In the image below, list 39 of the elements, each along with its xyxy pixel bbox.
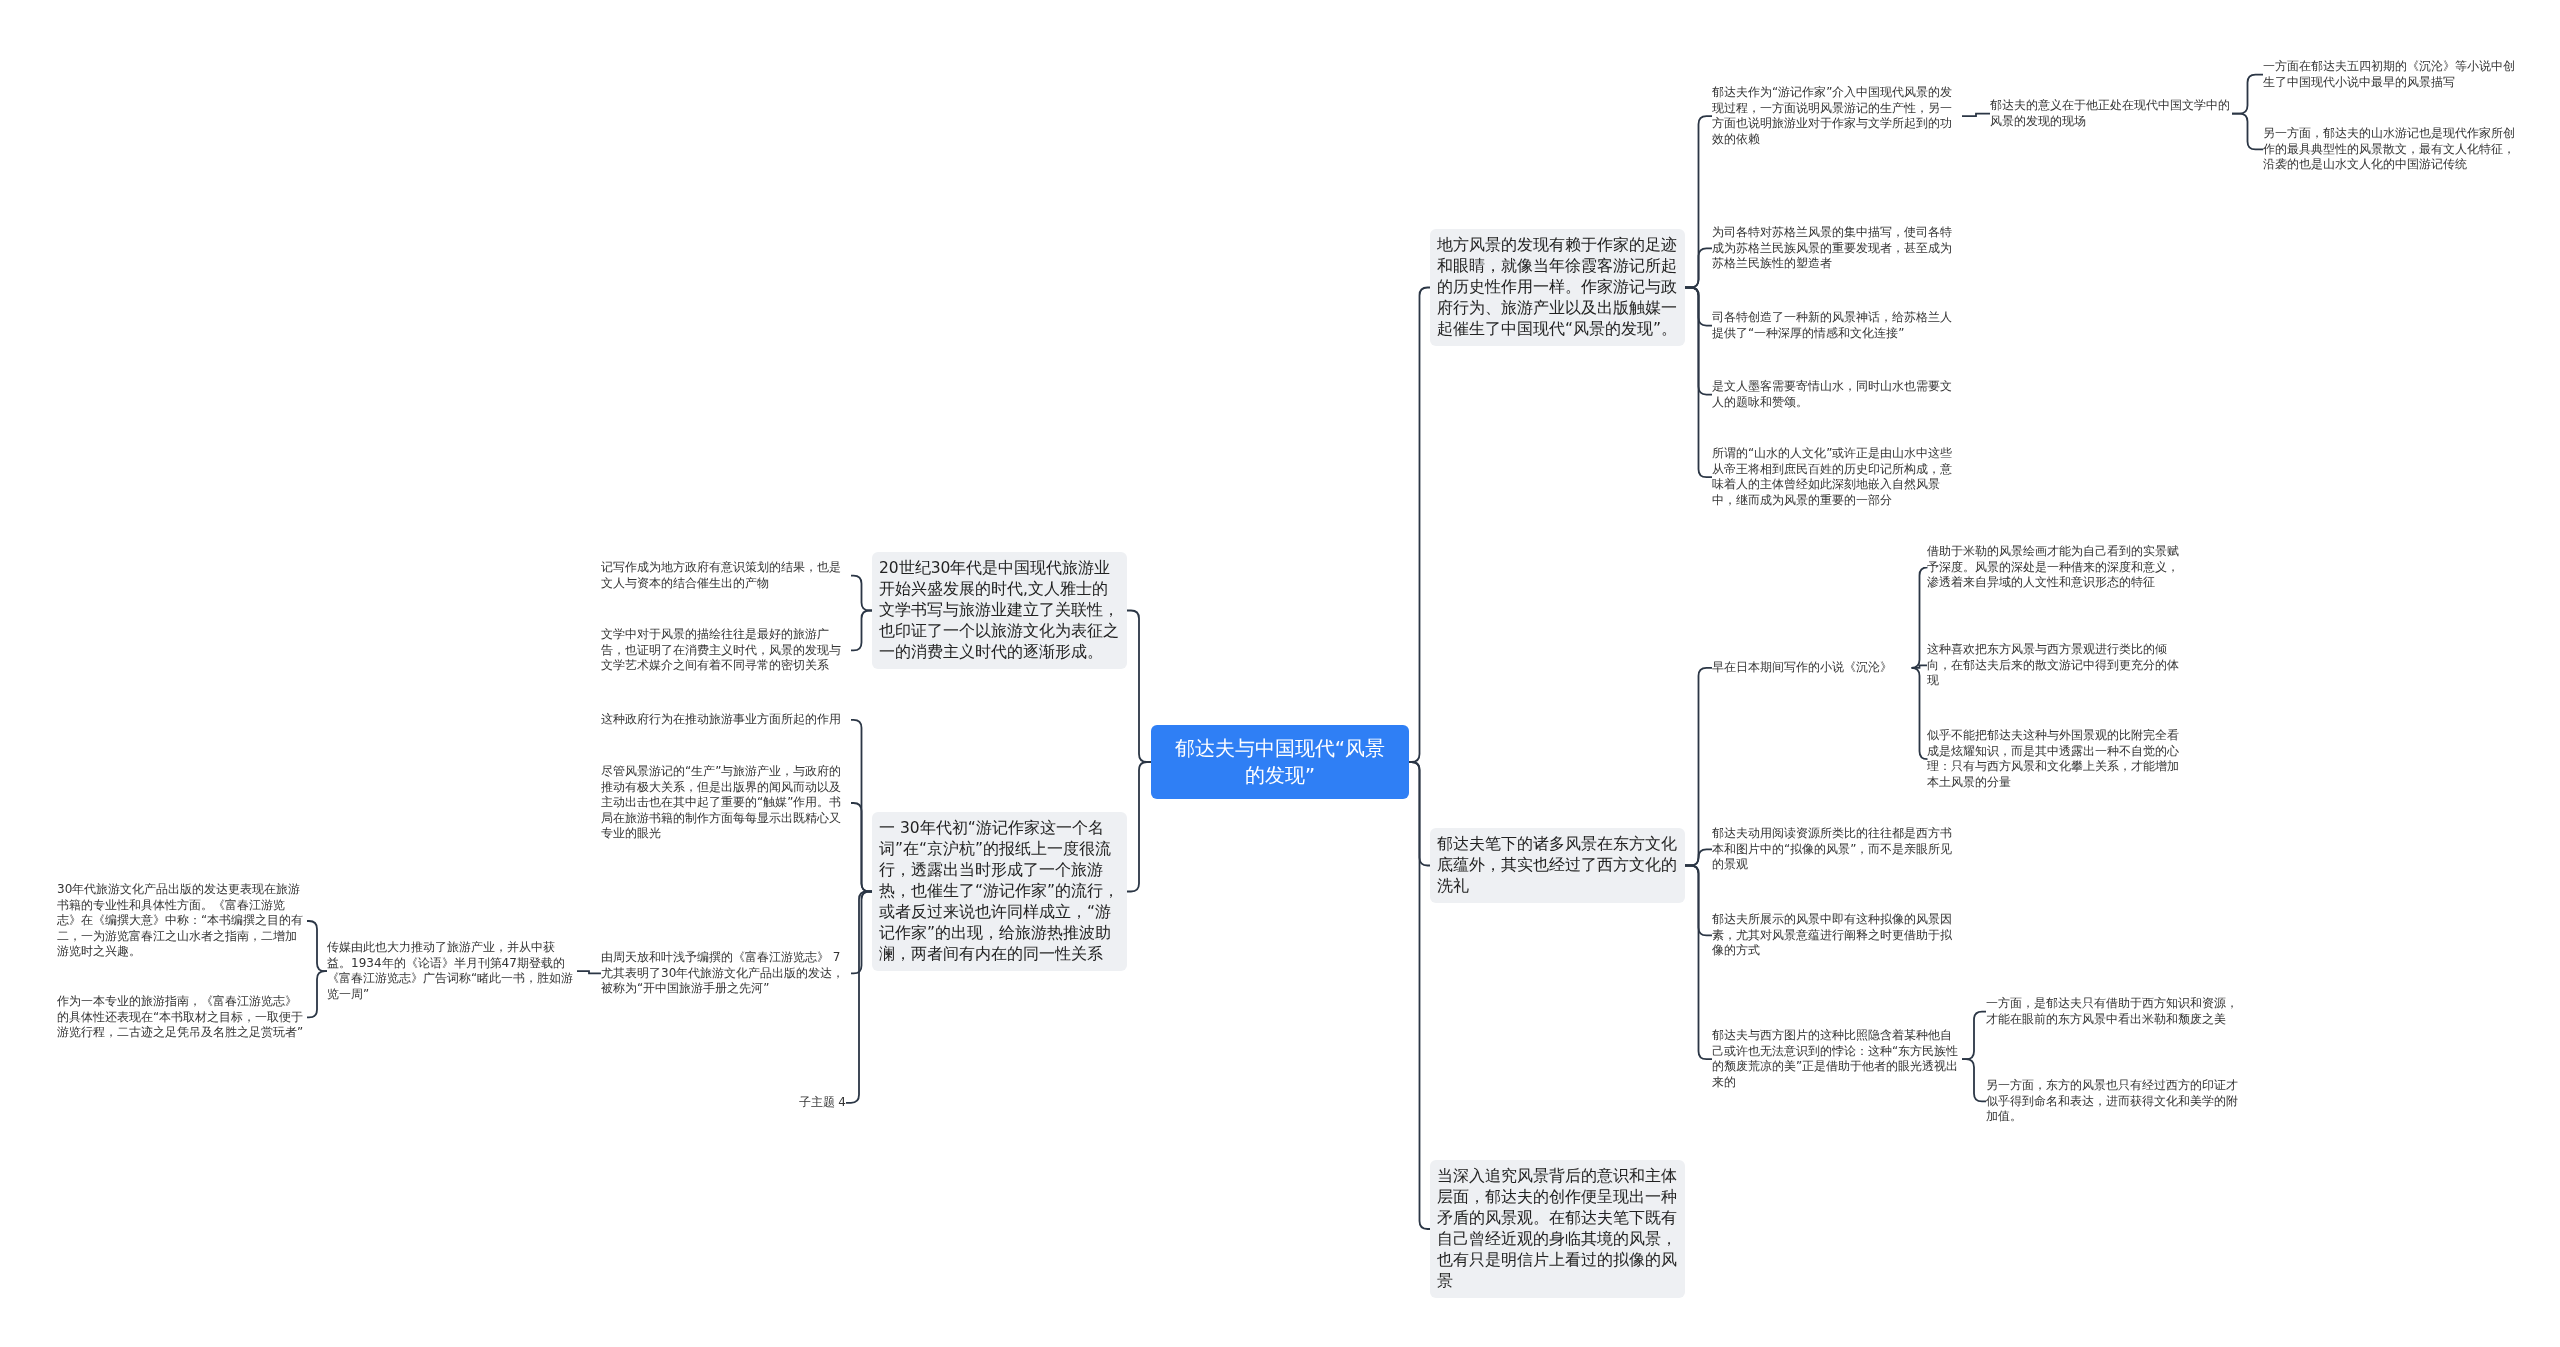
subtopic-text: 郁达夫动用阅读资源所类比的往往都是西方书本和图片中的“拟像的风景”，而不是亲眼所见的景观 bbox=[1712, 826, 1962, 873]
connector-line bbox=[576, 970, 602, 975]
central-topic-box: 郁达夫与中国现代“风景的发现” bbox=[1151, 725, 1409, 799]
subtopic-text: 子主题 4 bbox=[601, 1095, 846, 1111]
subtopic-text: 传媒由此也大力推动了旅游产业，并从中获益。1934年的《论语》半月刊第47期登载的《富春江游览志》广告词称“睹此一书，胜如游览一周” bbox=[327, 940, 577, 1003]
subtopic-text: 早在日本期间写作的小说《沉沦》 bbox=[1712, 660, 1912, 676]
subtopic-text: 是文人墨客需要寄情山水，同时山水也需要文人的题咏和赞颂。 bbox=[1712, 379, 1962, 411]
topic-box: 地方风景的发现有赖于作家的足迹和眼睛，就像当年徐霞客游记所起的历史性作用一样。作家游记与政府行为、旅游产业以及出版触媒一起催生了中国现代“风景的发现”。 bbox=[1430, 229, 1685, 346]
subtopic-text: 一方面，是郁达夫只有借助于西方知识和资源，才能在眼前的东方风景中看出米勒和颓废之美 bbox=[1986, 996, 2238, 1028]
topic-box: 郁达夫笔下的诸多风景在东方文化底蕴外，其实也经过了西方文化的洗礼 bbox=[1430, 828, 1685, 903]
subtopic-text: 作为一本专业的旅游指南，《富春江游览志》的具体性还表现在“本书取材之目标，一取便于游览行程，二古迹之足凭吊及名胜之足赏玩者” bbox=[57, 994, 307, 1041]
connector-line bbox=[1910, 666, 1929, 761]
connector-line bbox=[1961, 112, 1991, 118]
connector-line bbox=[850, 609, 873, 652]
connector-line bbox=[1961, 1058, 1987, 1103]
subtopic-text: 另一方面，郁达夫的山水游记也是现代作家所创作的最具典型性的风景散文，最有文人化特征，沿袭的也是山水文人化的中国游记传统 bbox=[2263, 126, 2515, 173]
subtopic-text: 郁达夫作为“游记作家”介入中国现代风景的发现过程，一方面说明风景游记的生产性，另一方面也说明旅游业对于作家与文学所起到的功效的依赖 bbox=[1712, 85, 1962, 148]
subtopic-text: 尽管风景游记的“生产”与旅游产业，与政府的推动有极大关系，但是出版界的闻风而动以及主动出击也在其中起了重要的“触媒”作用。书局在旅游书籍的制作方面每每显示出既精心又专业的眼光 bbox=[601, 764, 851, 842]
subtopic-text: 另一方面，东方的风景也只有经过西方的印证才似乎得到命名和表达，进而获得文化和美学的附加值。 bbox=[1986, 1078, 2238, 1125]
connector-line bbox=[2231, 112, 2264, 151]
subtopic-text: 这种政府行为在推动旅游事业方面所起的作用 bbox=[601, 712, 851, 728]
subtopic-text: 为司各特对苏格兰风景的集中描写，使司各特成为苏格兰民族风景的重要发现者，甚至成为苏格兰民族性的塑造者 bbox=[1712, 225, 1962, 272]
subtopic-text: 所谓的“山水的人文化”或许正是由山水中这些从帝王将相到庶民百姓的历史印记所构成，意味着人的主体曾经如此深刻地嵌入自然风景中，继而成为风景的重要的一部分 bbox=[1712, 446, 1962, 509]
subtopic-text: 一方面在郁达夫五四初期的《沉沦》等小说中创生了中国现代小说中最早的风景描写 bbox=[2263, 59, 2515, 91]
subtopic-text: 记写作成为地方政府有意识策划的结果，也是文人与资本的结合催生出的产物 bbox=[601, 560, 851, 592]
subtopic-text: 由周天放和叶浅予编撰的《富春江游览志》 7 尤其表明了30年代旅游文化产品出版的发达，被称为“开中国旅游手册之先河” bbox=[601, 950, 851, 997]
topic-box: 一 30年代初“游记作家这一个名词”在“京沪杭”的报纸上一度很流行，透露出当时形成了一个旅游热，也催生了“游记作家”的流行，或者反过来说也许同样成立，“游记作家”的出现，给旅游热推波助澜，两者间有内在的同一性关系 bbox=[872, 812, 1127, 971]
subtopic-text: 似乎不能把郁达夫这种与外国景观的比附完全看成是炫耀知识，而是其中透露出一种不自觉的心理：只有与西方风景和文化攀上关系，才能增加本土风景的分量 bbox=[1927, 728, 2179, 791]
subtopic-text: 这种喜欢把东方风景与西方景观进行类比的倾向，在郁达夫后来的散文游记中得到更充分的体现 bbox=[1927, 642, 2179, 689]
subtopic-text: 郁达夫的意义在于他正处在现代中国文学中的风景的发现的现场 bbox=[1990, 98, 2232, 130]
subtopic-text: 借助于米勒的风景绘画才能为自己看到的实景赋予深度。风景的深处是一种借来的深度和意义，渗透着来自异域的人文性和意识形态的特征 bbox=[1927, 544, 2179, 591]
subtopic-text: 30年代旅游文化产品出版的发达更表现在旅游书籍的专业性和具体性方面。《富春江游览志》在《编撰大意》中称：“本书编撰之目的有二，一为游览富春江之山水者之指南，二增加游览时之兴趣。 bbox=[57, 882, 307, 960]
topic-box: 20世纪30年代是中国现代旅游业开始兴盛发展的时代,文人雅士的文学书写与旅游业建立了关联性，也印证了一个以旅游文化为表征之一的消费主义时代的逐渐形成。 bbox=[872, 552, 1127, 669]
subtopic-text: 郁达夫所展示的风景中即有这种拟像的风景因素，尤其对风景意蕴进行阐释之时更借助于拟像的方式 bbox=[1712, 912, 1962, 959]
connector-line bbox=[306, 970, 328, 1019]
subtopic-text: 司各特创造了一种新的风景神话，给苏格兰人提供了“一种深厚的情感和文化连接” bbox=[1712, 310, 1962, 342]
topic-box: 当深入追究风景背后的意识和主体层面，郁达夫的创作便呈现出一种矛盾的风景观。在郁达夫笔下既有自己曾经近观的身临其境的风景，也有只是明信片上看过的拟像的风景 bbox=[1430, 1160, 1685, 1298]
subtopic-text: 文学中对于风景的描绘往往是最好的旅游广告，也证明了在消费主义时代，风景的发现与文学艺术媒介之间有着不同寻常的密切关系 bbox=[601, 627, 851, 674]
subtopic-text: 郁达夫与西方图片的这种比照隐含着某种他自己或许也无法意识到的悖论：这种“东方民族性的颓废荒凉的美”正是借助于他者的眼光透视出来的 bbox=[1712, 1028, 1962, 1091]
